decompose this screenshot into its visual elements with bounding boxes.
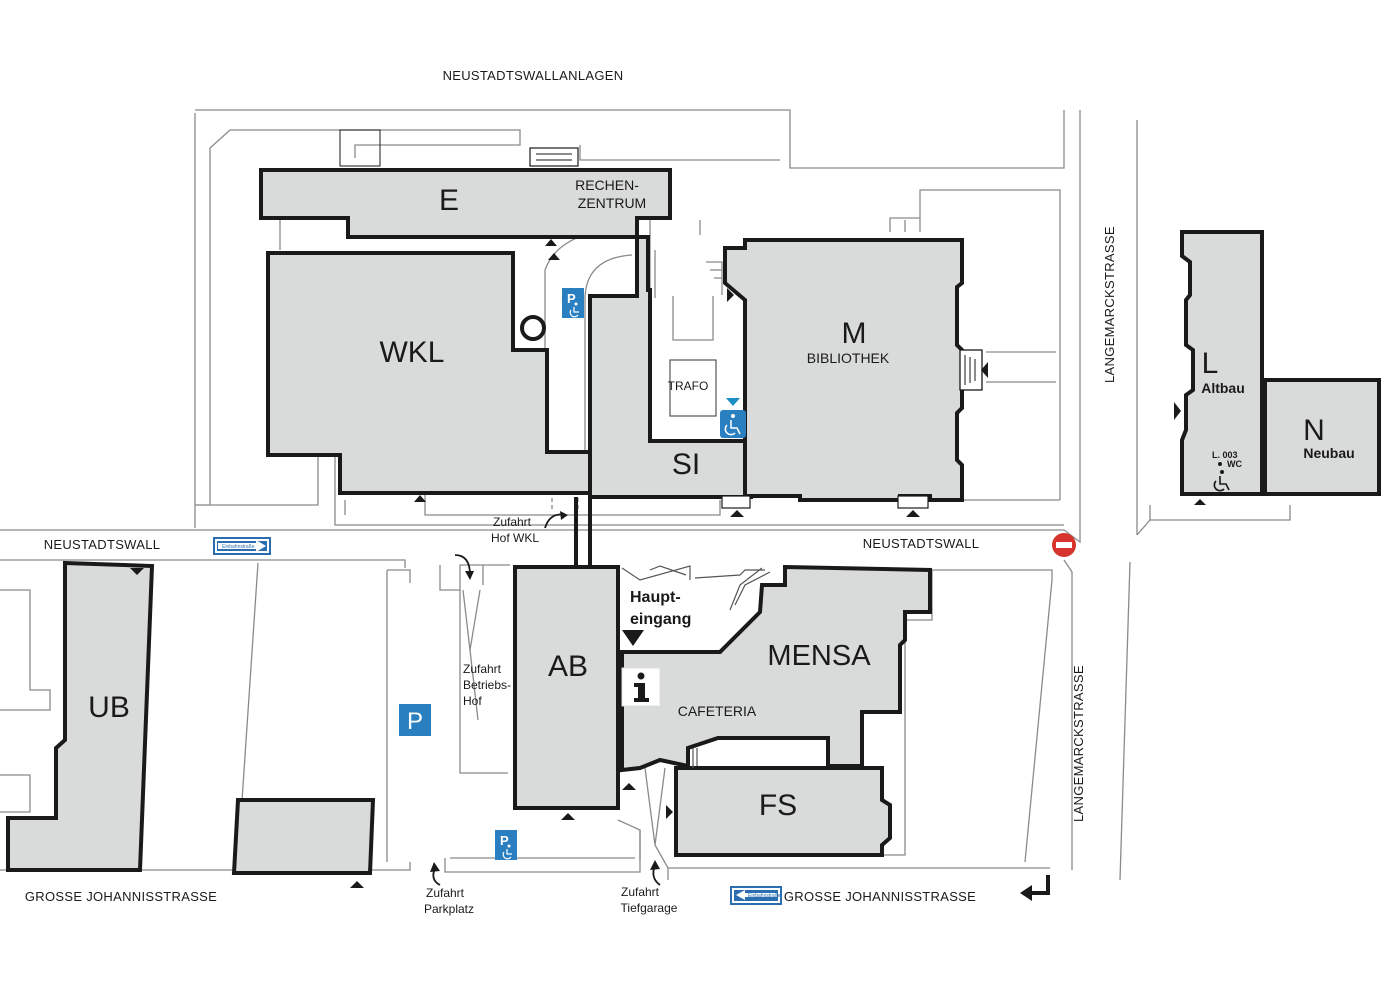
wc-icon[interactable]: L. 003 WC xyxy=(1212,450,1242,492)
label-cafeteria: CAFETERIA xyxy=(678,703,757,719)
label-bibliothek: BIBLIOTHEK xyxy=(807,350,890,366)
access-arrows xyxy=(430,511,1050,901)
entrance-triangle-icon xyxy=(666,805,673,819)
street-neustadtswallanlagen: NEUSTADTSWALLANLAGEN xyxy=(443,68,624,83)
label-m: M xyxy=(842,317,867,350)
street-langemarck-lower: LANGEMARCKSTRASSE xyxy=(1071,665,1086,822)
entrance-triangle-icon xyxy=(906,510,920,517)
wheelchair-icon[interactable] xyxy=(720,410,746,438)
disabled-parking-icon[interactable]: P xyxy=(562,288,584,318)
no-entry-icon xyxy=(1052,533,1076,557)
label-e: E xyxy=(439,184,459,217)
building-l[interactable] xyxy=(1180,230,1264,496)
label-rechenzentrum-1: RECHEN- xyxy=(575,177,639,193)
building-wkl[interactable] xyxy=(266,251,592,495)
parking-label: P xyxy=(407,708,423,735)
label-zufahrt-betriebshof-3: Hof xyxy=(463,694,482,708)
entrance-triangle-icon xyxy=(414,495,426,502)
entrance-triangle-icon xyxy=(1174,402,1181,420)
one-way-label: Einbahnstraße xyxy=(748,893,781,899)
entrance-triangle-icon xyxy=(981,362,988,378)
entrance-triangle-icon xyxy=(622,783,636,790)
entrance-triangle-icon xyxy=(561,813,575,820)
street-langemarck-upper: LANGEMARCKSTRASSE xyxy=(1102,226,1117,383)
one-way-label: Einbahnstraße xyxy=(222,544,255,550)
label-l: L xyxy=(1202,347,1219,380)
haupteingang-triangle-icon xyxy=(622,630,644,646)
label-ab: AB xyxy=(548,650,588,683)
svg-text:P: P xyxy=(500,833,509,848)
street-neustadtswall-right: NEUSTADTSWALL xyxy=(863,536,980,551)
label-zufahrt-parkplatz-1: Zufahrt xyxy=(426,886,465,900)
label-haupteingang-1: Haupt- xyxy=(630,589,681,606)
label-trafo: TRAFO xyxy=(668,379,709,393)
street-neustadtswall-left: NEUSTADTSWALL xyxy=(44,537,161,552)
entrance-triangle-icon xyxy=(548,253,560,260)
building-annex xyxy=(231,798,376,875)
wc-label: WC xyxy=(1227,459,1242,469)
turntable-icon xyxy=(520,315,546,341)
building-ub[interactable] xyxy=(6,560,155,872)
label-ub: UB xyxy=(88,691,130,724)
label-zufahrt-tiefgarage-2: Tiefgarage xyxy=(621,901,678,915)
street-grosse-johannisstrasse-right: GROSSE JOHANNISSTRASSE xyxy=(784,889,976,904)
label-zufahrt-hof-wkl-2: Hof WKL xyxy=(491,531,539,545)
entrance-triangle-icon xyxy=(350,881,364,888)
building-ab[interactable] xyxy=(513,565,620,810)
wheelchair-icon xyxy=(1213,470,1230,492)
stairs xyxy=(339,129,983,509)
label-si: SI xyxy=(672,448,700,481)
building-mensa[interactable] xyxy=(620,564,932,773)
svg-text:P: P xyxy=(567,291,576,306)
wc-room-label: L. 003 xyxy=(1212,450,1238,460)
disabled-parking-icon[interactable]: P xyxy=(495,830,517,860)
info-icon[interactable] xyxy=(621,667,661,707)
label-mensa: MENSA xyxy=(767,640,871,672)
label-zufahrt-hof-wkl-1: Zufahrt xyxy=(493,515,532,529)
street-grosse-johannisstrasse-left: GROSSE JOHANNISSTRASSE xyxy=(25,889,217,904)
entrance-triangle-icon xyxy=(130,568,144,575)
building-m[interactable] xyxy=(723,238,964,502)
one-way-icon: Einbahnstraße xyxy=(213,537,271,555)
entrance-triangle-icon xyxy=(545,239,557,246)
label-neubau: Neubau xyxy=(1303,445,1354,461)
parking-icon[interactable]: P xyxy=(399,704,431,736)
entrance-triangle-icon xyxy=(1194,499,1206,505)
label-zufahrt-parkplatz-2: Parkplatz xyxy=(424,902,474,916)
building-fs[interactable] xyxy=(674,766,892,857)
label-n: N xyxy=(1303,414,1325,447)
entrance-triangle-icon xyxy=(727,288,734,302)
label-haupteingang-2: eingang xyxy=(630,611,691,628)
label-rechenzentrum-2: ZENTRUM xyxy=(578,195,646,211)
label-zufahrt-betriebshof-1: Zufahrt xyxy=(463,662,502,676)
entrance-markers xyxy=(130,239,1206,888)
accessible-entrance-triangle-icon xyxy=(726,398,740,406)
label-altbau: Altbau xyxy=(1201,380,1245,396)
label-zufahrt-tiefgarage-1: Zufahrt xyxy=(621,885,660,899)
entrance-triangle-icon xyxy=(730,510,744,517)
label-fs: FS xyxy=(759,789,797,822)
buildings xyxy=(6,168,1381,875)
label-zufahrt-betriebshof-2: Betriebs- xyxy=(463,678,511,692)
label-wkl: WKL xyxy=(379,336,444,369)
building-n[interactable] xyxy=(1263,378,1381,496)
one-way-icon: Einbahnstraße xyxy=(730,886,782,905)
